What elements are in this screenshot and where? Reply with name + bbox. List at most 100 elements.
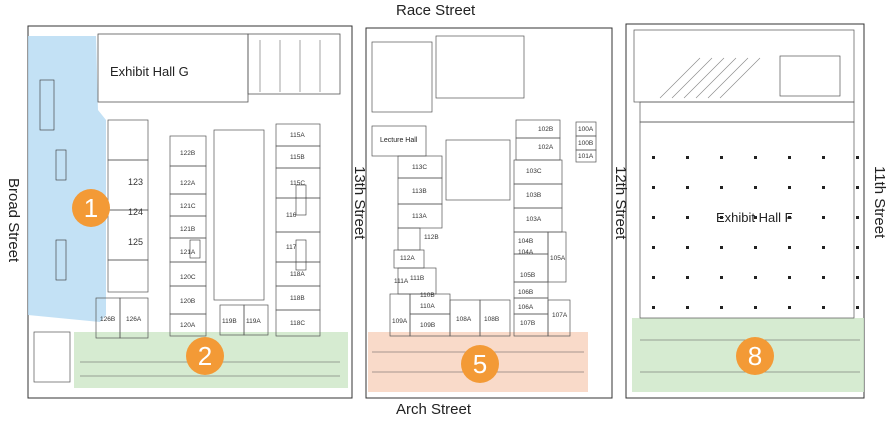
room-label: 105B (520, 272, 536, 279)
column-marker (788, 156, 791, 159)
column-marker (686, 246, 689, 249)
column-marker (822, 156, 825, 159)
room-label: 102B (538, 126, 554, 133)
column-marker (822, 276, 825, 279)
column-marker (720, 216, 723, 219)
exhibit-hall-f-label: Exhibit Hall F (716, 210, 793, 225)
room-label: 115C (290, 180, 306, 187)
column-marker (754, 186, 757, 189)
street-broad: Broad Street (5, 178, 22, 263)
room-label: 121C (180, 203, 196, 210)
column-marker (754, 156, 757, 159)
column-marker (856, 156, 859, 159)
column-marker (856, 246, 859, 249)
room-label: 102A (538, 144, 554, 151)
room-label: 110B (420, 292, 435, 299)
column-marker (686, 186, 689, 189)
room-label: 121A (180, 249, 196, 256)
room-label: 105A (550, 255, 566, 262)
room-label: 111A (394, 278, 409, 285)
room-label: 125 (128, 237, 144, 247)
column-marker (822, 186, 825, 189)
column-marker (788, 276, 791, 279)
room-label: 115B (290, 154, 305, 161)
room-label: 103A (526, 216, 542, 223)
zone-1-badge[interactable]: 1 (72, 189, 110, 227)
zone-8-badge[interactable]: 8 (736, 337, 774, 375)
room-label: 120B (180, 298, 196, 305)
column-marker (788, 216, 791, 219)
zone-1-area (28, 36, 106, 322)
column-marker (720, 306, 723, 309)
column-marker (754, 246, 757, 249)
room-label: 122B (180, 150, 196, 157)
room-label: 121B (180, 226, 196, 233)
street-11th: 11th Street (871, 166, 888, 239)
room-label: 118C (290, 320, 306, 327)
room-label: 106A (518, 304, 534, 311)
room-label: 112A (400, 255, 415, 262)
room-label: 120C (180, 274, 196, 281)
room-label: 118B (290, 295, 305, 302)
column-marker (652, 276, 655, 279)
street-race: Race Street (396, 2, 476, 19)
room-label: 119B (222, 318, 237, 325)
column-marker (652, 156, 655, 159)
room-label: 117 (286, 244, 297, 251)
room-label: 126A (126, 316, 142, 323)
column-marker (652, 306, 655, 309)
room-label: 100B (578, 140, 594, 147)
room-label: 101A (578, 153, 594, 160)
room-label: 123 (128, 177, 144, 187)
room-label: 116 (286, 212, 297, 219)
room-label: 126B (100, 316, 116, 323)
lecture-hall-label: Lecture Hall (380, 137, 418, 144)
column-marker (754, 276, 757, 279)
zone-2-badge[interactable]: 2 (186, 337, 224, 375)
room-label: 106B (518, 289, 534, 296)
room-label: 122A (180, 180, 196, 187)
room-label: 109B (420, 322, 436, 329)
room-label: 108B (484, 316, 500, 323)
street-arch: Arch Street (396, 401, 472, 418)
room-label: 107B (520, 320, 536, 327)
room-label: 124 (128, 207, 144, 217)
column-marker (788, 186, 791, 189)
column-marker (822, 246, 825, 249)
room-label: 120A (180, 322, 196, 329)
room-label: 113C (412, 164, 428, 171)
room-label: 110A (420, 303, 435, 310)
column-marker (856, 276, 859, 279)
room-label: 104A (518, 249, 534, 256)
column-marker (856, 216, 859, 219)
zone-5-badge[interactable]: 5 (461, 345, 499, 383)
column-marker (822, 306, 825, 309)
exhibit-hall-g-label: Exhibit Hall G (110, 64, 189, 79)
room-label: 113B (412, 188, 427, 195)
room-label: 100A (578, 126, 594, 133)
room-label: 103B (526, 192, 542, 199)
column-marker (754, 306, 757, 309)
room-label: 104B (518, 238, 534, 245)
column-marker (856, 186, 859, 189)
column-marker (686, 276, 689, 279)
column-marker (652, 216, 655, 219)
column-marker (686, 216, 689, 219)
room-label: 107A (552, 312, 568, 319)
column-marker (652, 246, 655, 249)
room-label: 109A (392, 318, 408, 325)
room-label: 119A (246, 318, 261, 325)
column-marker (754, 216, 757, 219)
column-marker (720, 246, 723, 249)
column-marker (856, 306, 859, 309)
street-13th: 13th Street (351, 166, 368, 240)
street-12th: 12th Street (612, 166, 629, 240)
room-label: 113A (412, 213, 427, 220)
column-marker (652, 186, 655, 189)
column-marker (788, 246, 791, 249)
room-label: 108A (456, 316, 472, 323)
room-label: 115A (290, 132, 305, 139)
room-label: 118A (290, 271, 305, 278)
room-label: 112B (424, 234, 439, 241)
